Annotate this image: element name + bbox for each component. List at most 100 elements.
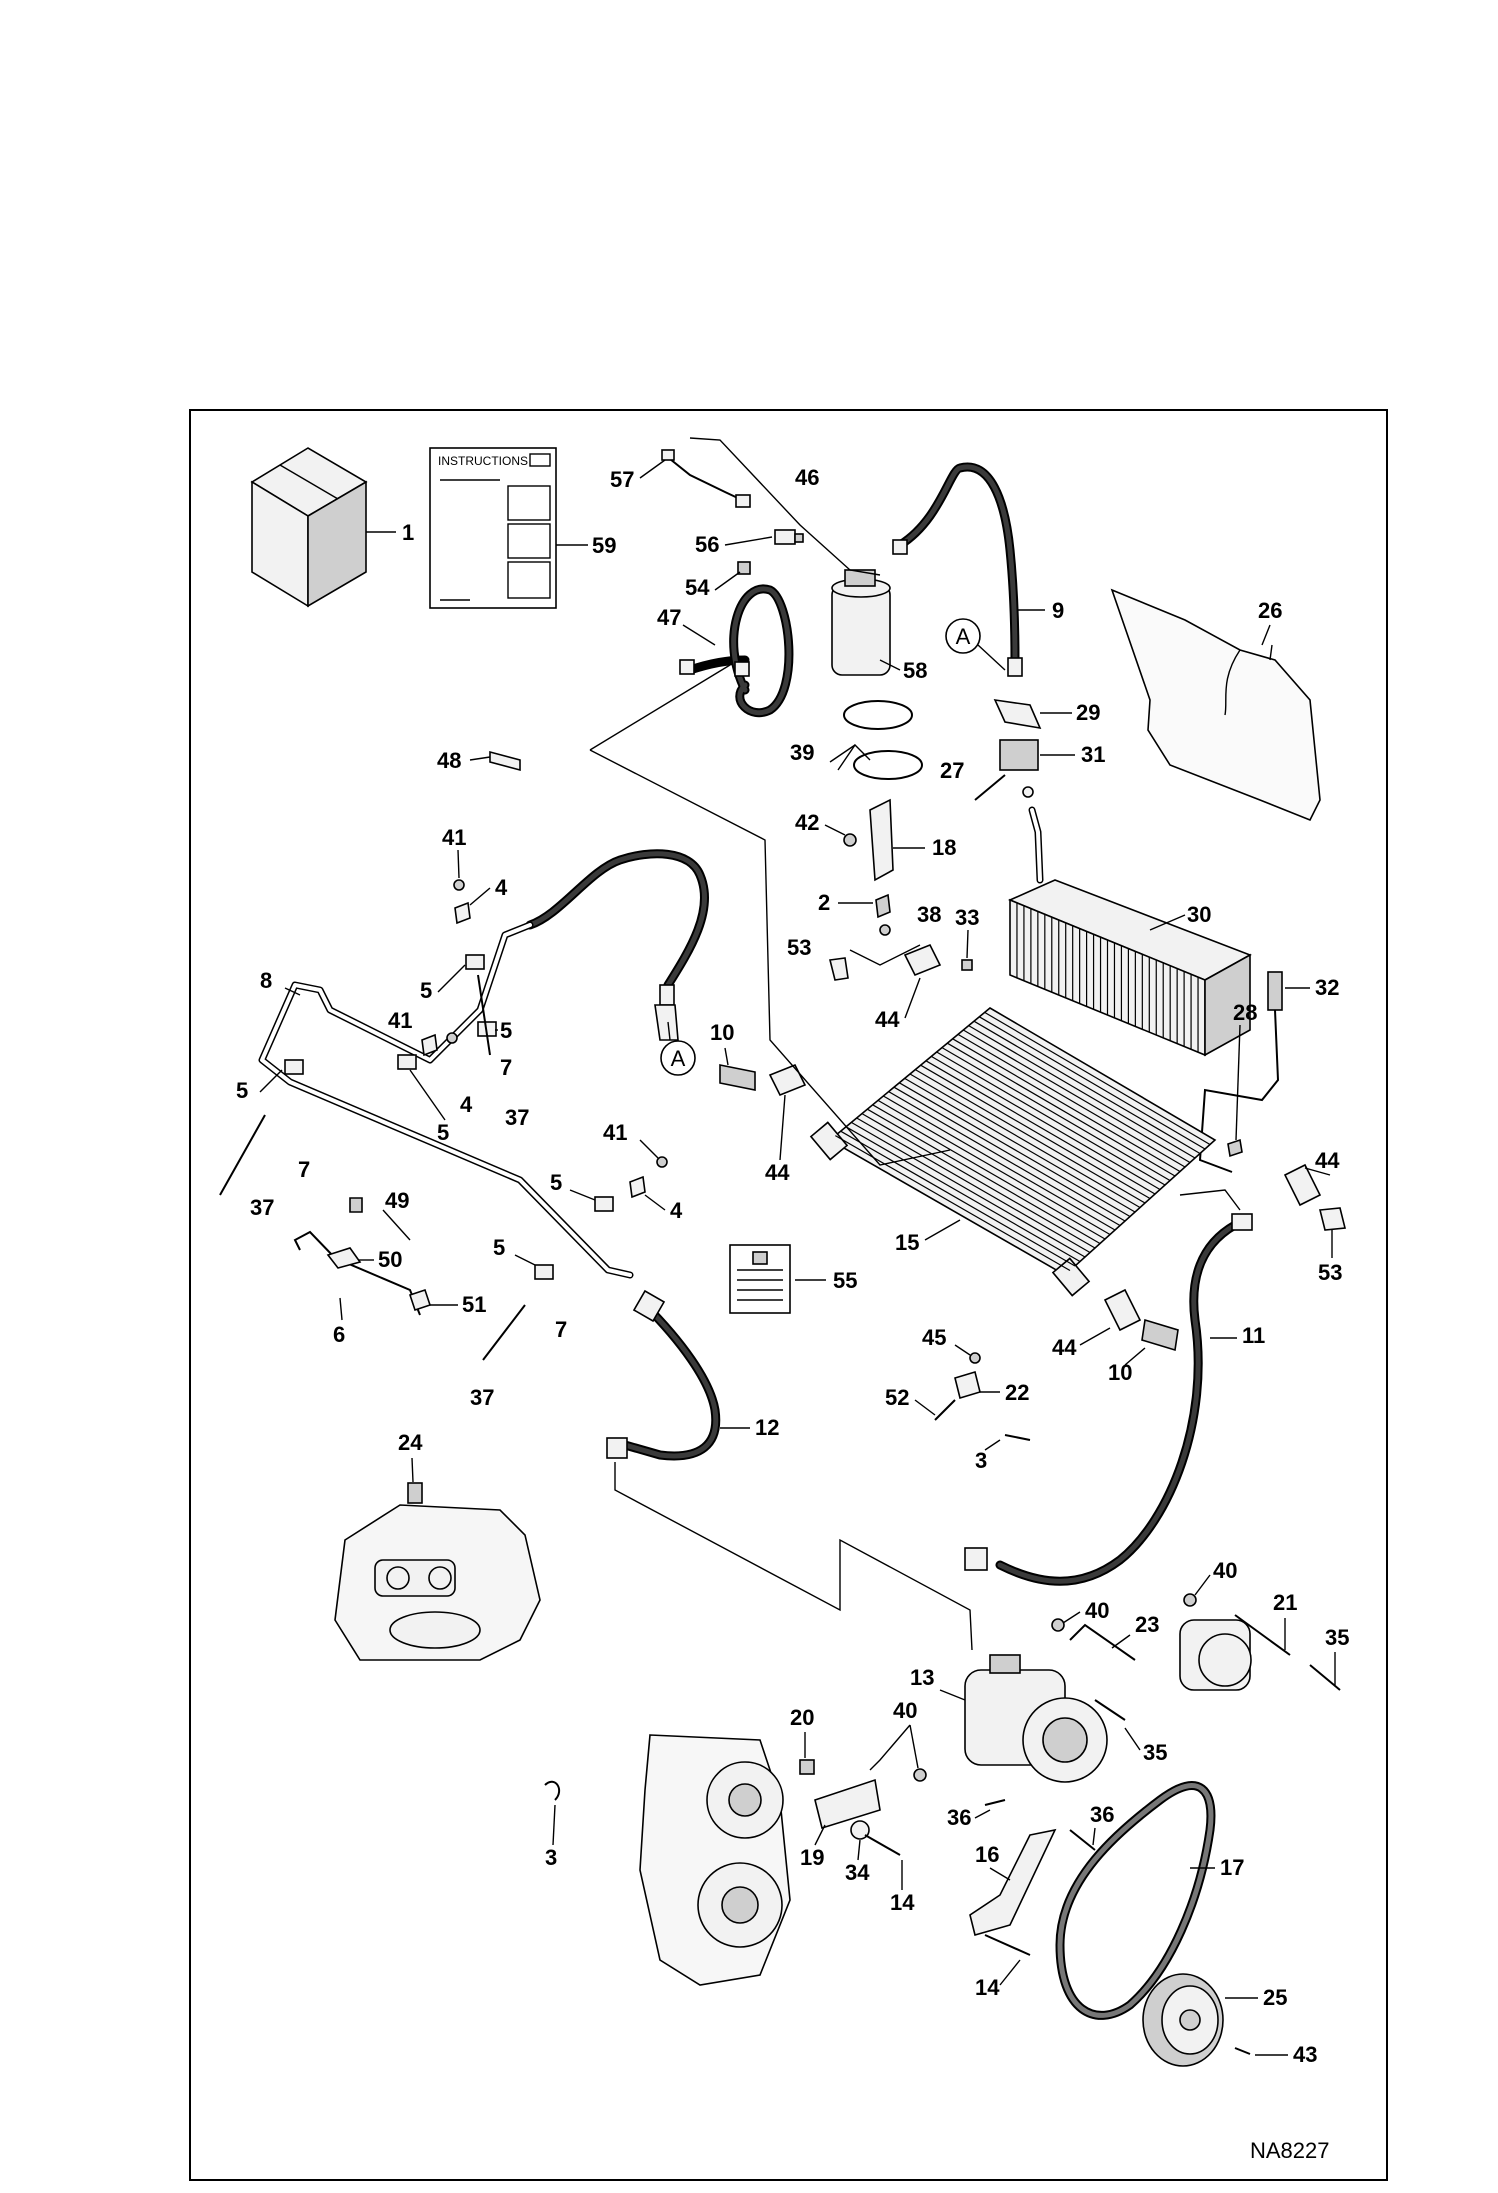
condenser-fin bbox=[872, 1104, 1106, 1240]
condenser-fin bbox=[851, 1121, 1086, 1258]
callout-48: 48 bbox=[437, 748, 461, 773]
condenser-fin bbox=[867, 1108, 1101, 1245]
callout-54: 54 bbox=[685, 575, 710, 600]
callout-47: 47 bbox=[657, 605, 681, 630]
part-11-hose bbox=[995, 1220, 1240, 1586]
svg-text:A: A bbox=[671, 1046, 686, 1071]
callout-52: 52 bbox=[885, 1385, 909, 1410]
condenser-fin bbox=[920, 1064, 1151, 1200]
part-1-kit-box bbox=[250, 447, 368, 608]
part-14-bolt-b bbox=[984, 1934, 1031, 1956]
callout-59: 59 bbox=[592, 533, 616, 558]
condenser-fin bbox=[888, 1091, 1121, 1227]
callout-11: 11 bbox=[1242, 1323, 1265, 1348]
condenser-fin bbox=[840, 1130, 1076, 1267]
callout-35b: 35 bbox=[1143, 1740, 1167, 1765]
part-8-tube bbox=[258, 921, 634, 1279]
part-54-plug bbox=[737, 561, 751, 575]
condenser-fin bbox=[941, 1047, 1171, 1182]
part-39-clamps bbox=[843, 700, 923, 780]
part-51-clamp bbox=[408, 1288, 432, 1312]
callout-7b: 7 bbox=[298, 1157, 310, 1182]
callout-3b: 3 bbox=[975, 1448, 987, 1473]
part-4-washers bbox=[421, 901, 646, 1199]
part-37-bolt-b bbox=[219, 1114, 266, 1196]
part-5-clips bbox=[284, 954, 614, 1280]
callout-46: 46 bbox=[795, 465, 819, 490]
callout-22: 22 bbox=[1005, 1380, 1029, 1405]
compressor-detail bbox=[1179, 1619, 1252, 1691]
callouts: 1 59 57 46 56 54 47 58 39 9 26 29 31 27 … bbox=[236, 459, 1349, 2067]
condenser-fin bbox=[947, 1042, 1176, 1177]
part-53-clip-a bbox=[829, 957, 849, 981]
engine-block bbox=[639, 1734, 791, 1986]
callout-29: 29 bbox=[1076, 700, 1100, 725]
condenser-fin bbox=[909, 1073, 1141, 1209]
part-26-shroud bbox=[1110, 588, 1321, 822]
callout-57: 57 bbox=[610, 467, 634, 492]
part-52-bolt bbox=[934, 1399, 956, 1421]
condenser-fin bbox=[952, 1038, 1181, 1173]
callout-20: 20 bbox=[790, 1705, 814, 1730]
callout-37b: 37 bbox=[250, 1195, 274, 1220]
callout-53b: 53 bbox=[1318, 1260, 1342, 1285]
callout-23: 23 bbox=[1135, 1612, 1159, 1637]
callout-4b: 4 bbox=[460, 1092, 473, 1117]
part-49-bolt bbox=[349, 1197, 363, 1213]
callout-24: 24 bbox=[398, 1430, 423, 1455]
callout-12: 12 bbox=[755, 1415, 779, 1440]
callout-33: 33 bbox=[955, 905, 979, 930]
part-41-nuts bbox=[446, 879, 668, 1168]
part-36-bolt-a bbox=[1069, 1829, 1096, 1851]
part-44-mount-d bbox=[1103, 1288, 1142, 1332]
part-3-clip bbox=[544, 1780, 561, 1801]
callout-58: 58 bbox=[903, 658, 927, 683]
part-18-bracket bbox=[869, 798, 894, 882]
condenser-fin bbox=[931, 1055, 1161, 1191]
part-28-nut bbox=[1227, 1138, 1243, 1158]
part-2-washer bbox=[875, 893, 891, 919]
condenser-fin bbox=[856, 1117, 1091, 1254]
part-34-washer bbox=[850, 1820, 870, 1840]
callout-37a: 37 bbox=[505, 1105, 529, 1130]
part-32-thermostat bbox=[1198, 971, 1283, 1173]
part-44-mount-c bbox=[1283, 1163, 1322, 1207]
callout-10b: 10 bbox=[1108, 1360, 1132, 1385]
condenser-fin bbox=[915, 1069, 1146, 1204]
part-29-plate bbox=[993, 699, 1042, 730]
part-14-bolt-a bbox=[864, 1834, 901, 1856]
condenser-fin bbox=[899, 1082, 1131, 1218]
part-25-pulley bbox=[1142, 1973, 1224, 2067]
callout-3a: 3 bbox=[545, 1845, 557, 1870]
callout-45: 45 bbox=[922, 1325, 946, 1350]
part-33-plug bbox=[961, 959, 973, 971]
part-3-clip-bolt bbox=[1004, 1434, 1031, 1441]
callout-44c: 44 bbox=[1315, 1148, 1340, 1173]
part-37-bolt-a bbox=[477, 974, 491, 1056]
svg-text:A: A bbox=[956, 624, 971, 649]
callout-6: 6 bbox=[333, 1322, 345, 1347]
part-22-bracket bbox=[954, 1370, 981, 1400]
diagram-frame bbox=[189, 409, 1388, 2181]
condenser-fin bbox=[973, 1020, 1201, 1155]
part-57-wire bbox=[661, 449, 751, 508]
callout-53a: 53 bbox=[787, 935, 811, 960]
callout-14a: 14 bbox=[890, 1890, 915, 1915]
callout-9: 9 bbox=[1052, 598, 1064, 623]
condenser-fin bbox=[979, 1016, 1206, 1150]
callout-44d: 44 bbox=[1052, 1335, 1077, 1360]
callout-14b: 14 bbox=[975, 1975, 1000, 2000]
callout-55: 55 bbox=[833, 1268, 857, 1293]
callout-51: 51 bbox=[462, 1292, 486, 1317]
part-24-switch-panel bbox=[334, 1482, 541, 1661]
diagram-code: NA8227 bbox=[1250, 2138, 1330, 2163]
callout-19: 19 bbox=[800, 1845, 824, 1870]
condenser-fin bbox=[925, 1060, 1156, 1195]
callout-35a: 35 bbox=[1325, 1625, 1349, 1650]
callout-28: 28 bbox=[1233, 1000, 1257, 1025]
callout-10a: 10 bbox=[710, 1020, 734, 1045]
part-38-nut bbox=[879, 924, 891, 936]
condenser-fin bbox=[984, 1011, 1211, 1146]
callout-42: 42 bbox=[795, 810, 819, 835]
